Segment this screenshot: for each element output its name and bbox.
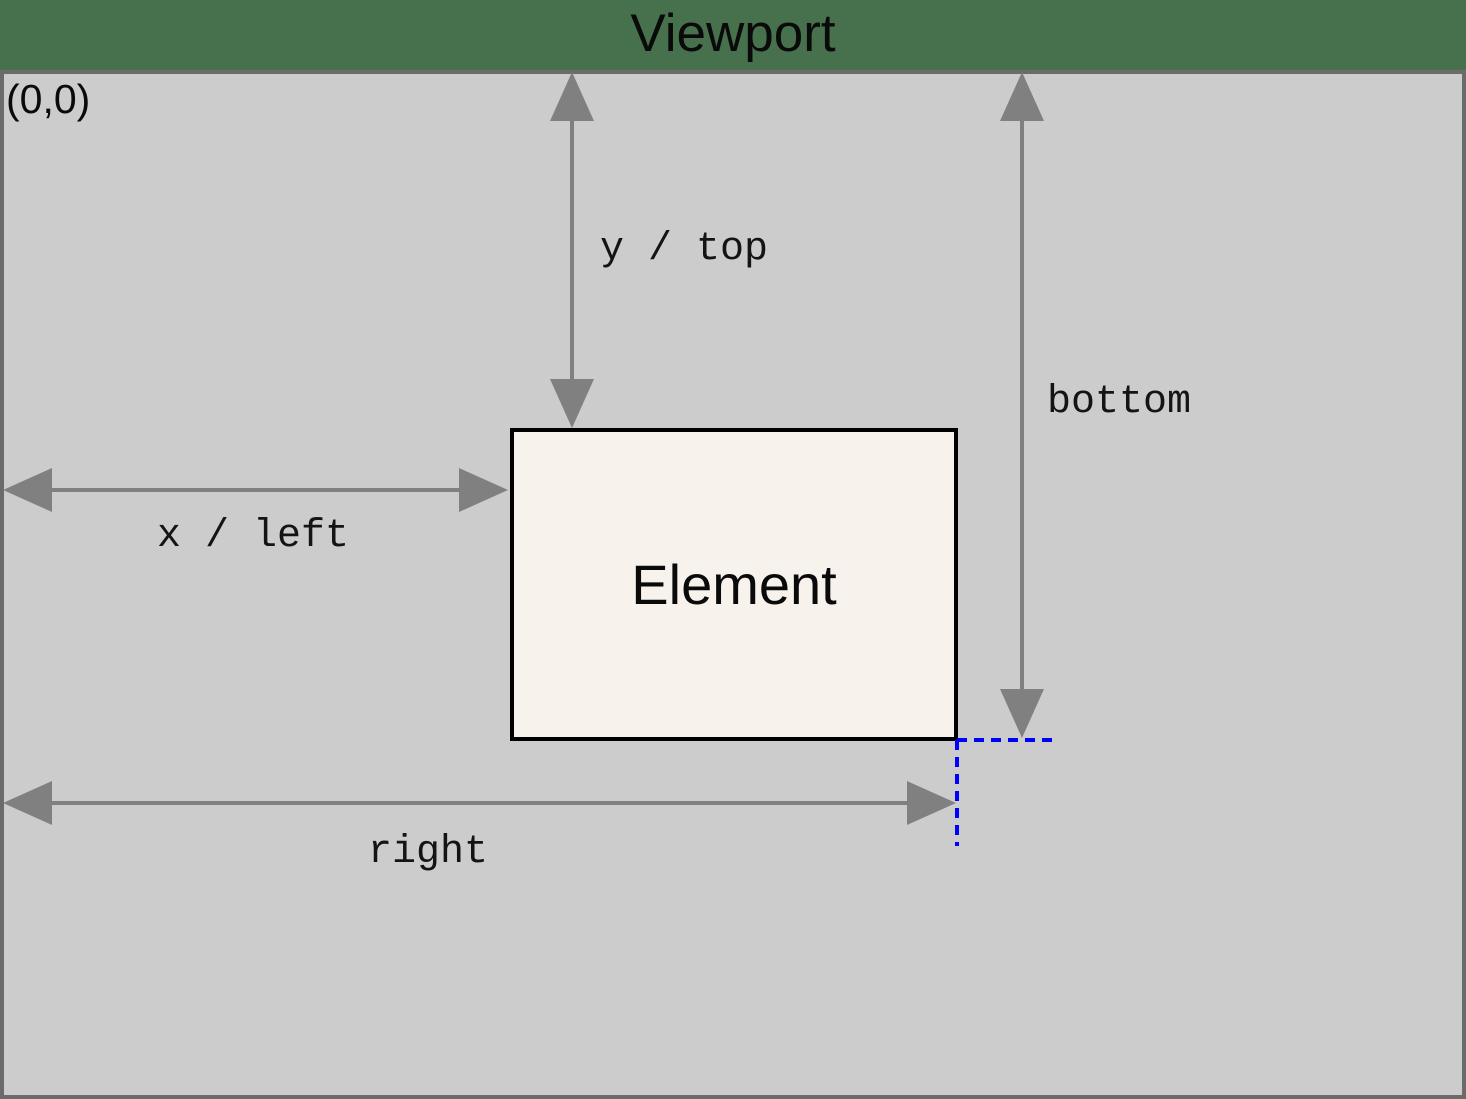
bottom-arrow: [1000, 72, 1044, 738]
bottom-label: bottom: [1047, 380, 1192, 425]
right-label: right: [368, 830, 489, 875]
element-label: Element: [631, 553, 837, 616]
y-top-arrow: [550, 72, 594, 428]
x-left-arrow: [3, 468, 508, 512]
viewport-title: Viewport: [630, 4, 836, 63]
element-box: Element: [510, 428, 958, 741]
right-arrow: [3, 781, 956, 825]
y-top-label: y / top: [600, 227, 769, 272]
x-left-label: x / left: [157, 514, 350, 559]
origin-label: (0,0): [6, 76, 91, 122]
element-offset-guides: [955, 738, 1058, 846]
